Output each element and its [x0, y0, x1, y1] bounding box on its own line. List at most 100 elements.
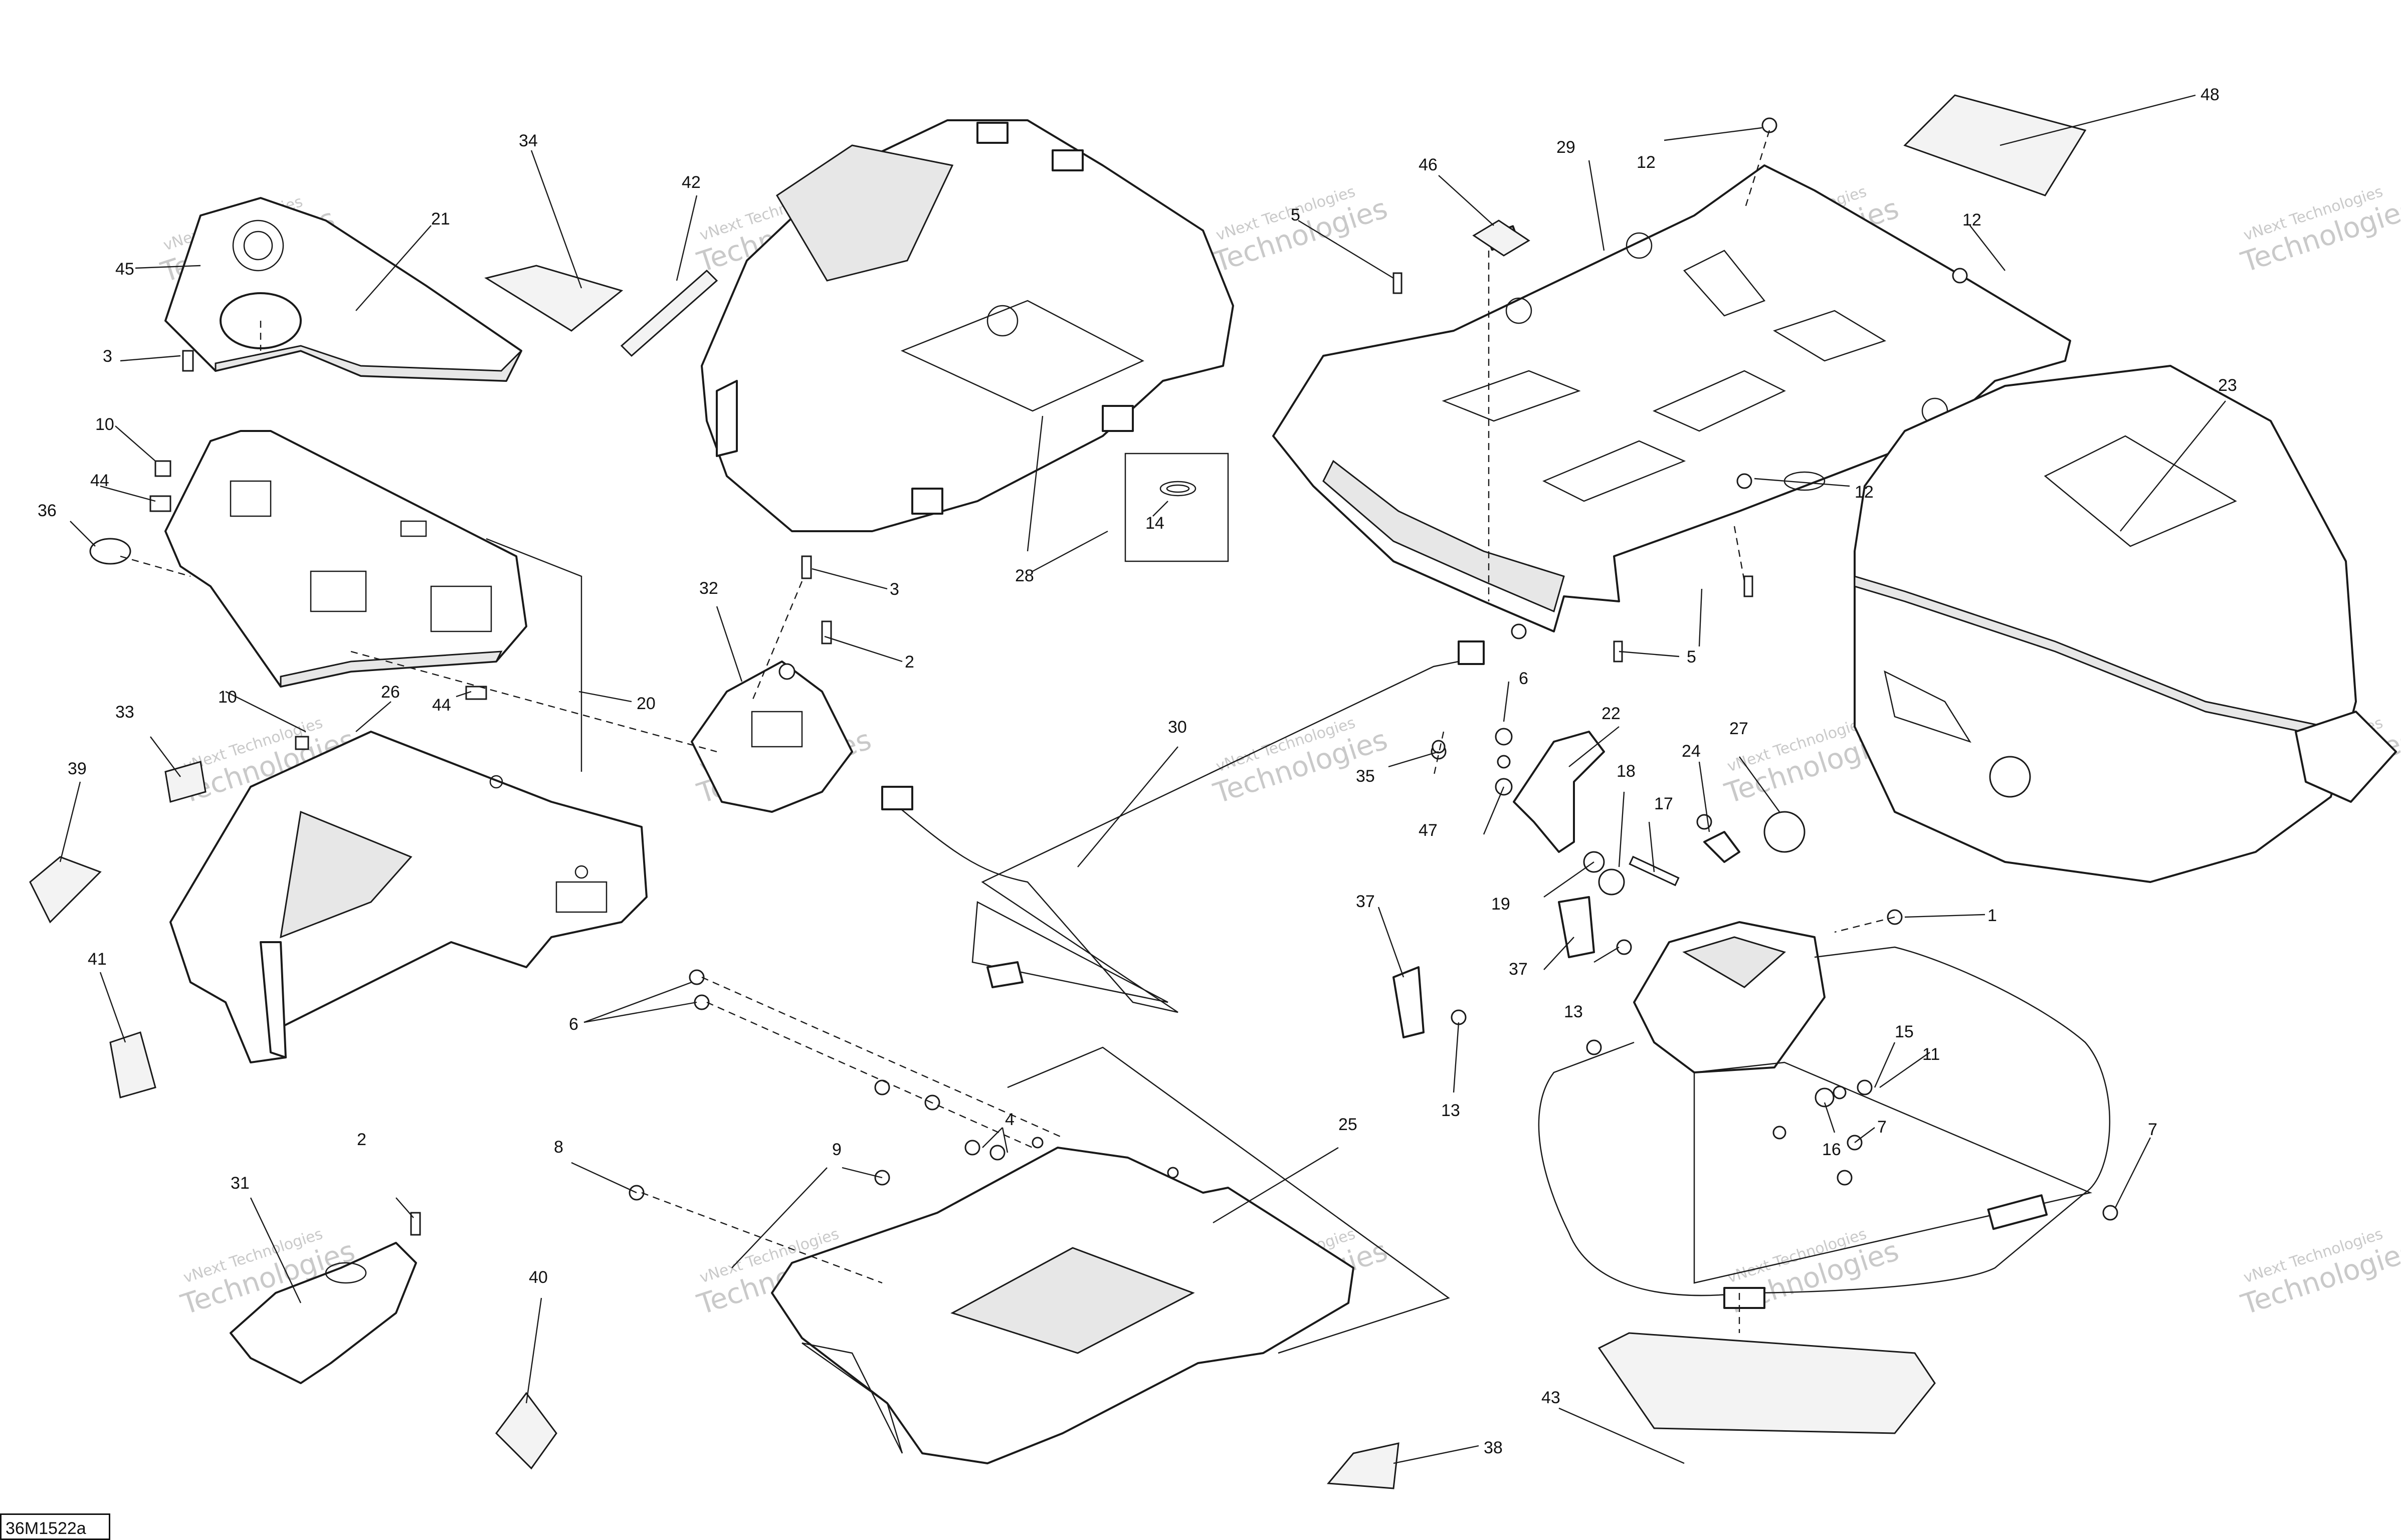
part-14-strap	[1124, 453, 1229, 562]
watermark: vNext Technologies Technologies	[1210, 183, 1391, 279]
callout-25: 25	[1338, 1115, 1357, 1134]
callout-20: 20	[637, 694, 656, 713]
callout-5: 5	[1291, 205, 1300, 225]
part-1-latch-frame	[1538, 921, 2111, 1309]
callout-41: 41	[88, 950, 107, 969]
callout-21: 21	[431, 209, 450, 229]
callout-46: 46	[1419, 155, 1438, 174]
callout-27: 27	[1729, 719, 1748, 738]
part-44-clip	[149, 495, 171, 512]
part-10-clip	[154, 460, 171, 477]
callout-33: 33	[115, 703, 134, 722]
part-39-decal	[29, 856, 102, 924]
parts-layer	[29, 94, 2397, 1489]
callout-12: 12	[1637, 153, 1656, 172]
leader-lines	[59, 94, 2226, 1464]
part-46-decal	[1472, 219, 1530, 257]
part-13-nut	[1616, 939, 1632, 955]
callout-12: 12	[1962, 210, 1981, 230]
callout-8: 8	[554, 1138, 563, 1157]
callout-12: 12	[1855, 483, 1874, 502]
part-32-latch-assembly	[691, 661, 853, 813]
watermark: vNext Technologies Technologies	[2237, 1225, 2401, 1322]
hardware-fasteners	[89, 117, 2118, 1236]
part-27-latch	[2295, 711, 2397, 803]
callout-40: 40	[529, 1268, 548, 1287]
part-38-decal	[1326, 1442, 1399, 1489]
callout-44: 44	[432, 696, 451, 715]
callout-14: 14	[1145, 514, 1164, 533]
part-44-clip	[465, 686, 487, 700]
callout-19: 19	[1491, 895, 1510, 914]
callout-28: 28	[1015, 566, 1034, 585]
callout-30: 30	[1168, 718, 1187, 737]
callout-37: 37	[1356, 892, 1375, 911]
callout-3: 3	[103, 347, 112, 366]
part-26-frame	[169, 731, 648, 1063]
callout-6: 6	[1519, 669, 1528, 688]
callout-17: 17	[1654, 794, 1673, 813]
callout-1: 1	[1987, 906, 1997, 925]
callout-45: 45	[115, 260, 134, 279]
watermark: vNext Technologies Technologies	[1210, 714, 1391, 810]
callout-48: 48	[2200, 85, 2220, 104]
callout-7: 7	[1877, 1118, 1887, 1137]
callout-10: 10	[95, 415, 114, 434]
callout-15: 15	[1895, 1022, 1914, 1041]
part-43-decal	[1597, 1332, 1936, 1434]
callout-9: 9	[832, 1140, 842, 1159]
part-10-clip	[295, 736, 309, 750]
part-41-decal	[109, 1031, 156, 1098]
callout-2: 2	[905, 652, 914, 672]
diagram-code-box: 36M1522a	[0, 1513, 110, 1540]
part-22-bracket	[1431, 728, 1806, 896]
part-20-housing	[164, 430, 527, 688]
part-23-case	[1854, 365, 2397, 883]
callout-16: 16	[1822, 1140, 1841, 1159]
diagram-code: 36M1522a	[6, 1519, 86, 1538]
part-34-decal	[484, 265, 624, 332]
callout-18: 18	[1617, 762, 1636, 781]
part-31-housing	[230, 1242, 417, 1384]
part-28-case	[701, 119, 1234, 532]
callout-13: 13	[1564, 1002, 1583, 1021]
callout-24: 24	[1682, 742, 1701, 761]
callout-13: 13	[1441, 1101, 1460, 1120]
callout-10: 10	[218, 688, 237, 707]
callout-4: 4	[1005, 1110, 1015, 1129]
callout-37: 37	[1509, 960, 1528, 979]
callout-6: 6	[569, 1015, 578, 1034]
callout-38: 38	[1484, 1438, 1503, 1457]
part-42-decal	[620, 269, 718, 357]
callout-44: 44	[90, 471, 109, 490]
callout-22: 22	[1602, 704, 1621, 723]
part-25-cover	[771, 1147, 1354, 1464]
part-48-decal	[1903, 94, 2087, 196]
callout-35: 35	[1356, 767, 1375, 786]
callout-11: 11	[1922, 1045, 1940, 1064]
callout-31: 31	[231, 1174, 250, 1193]
callout-labels: 1 2 2 3 3 4 5 5 6 6 7 7 8 9 10 10 11 12 …	[38, 85, 2237, 1457]
part-13-nut	[1451, 1009, 1467, 1025]
callout-5: 5	[1687, 647, 1696, 667]
callout-26: 26	[381, 683, 400, 702]
part-30-cable	[881, 640, 1485, 1013]
part-37-clip	[1558, 896, 1595, 958]
callout-32: 32	[699, 579, 718, 598]
callout-36: 36	[38, 501, 57, 520]
callout-3: 3	[890, 580, 899, 599]
callout-47: 47	[1419, 821, 1438, 840]
callout-42: 42	[682, 173, 701, 192]
part-40-decal	[495, 1392, 557, 1470]
part-21-cover	[164, 197, 522, 382]
callout-23: 23	[2218, 376, 2237, 395]
callout-39: 39	[68, 759, 87, 778]
callout-2: 2	[357, 1130, 366, 1149]
callout-43: 43	[1541, 1388, 1560, 1407]
part-33-decal	[164, 761, 207, 803]
callout-34: 34	[519, 131, 538, 150]
callout-29: 29	[1556, 138, 1575, 157]
watermark: vNext Technologies Technologies	[2237, 183, 2401, 279]
callout-7: 7	[2148, 1120, 2157, 1139]
